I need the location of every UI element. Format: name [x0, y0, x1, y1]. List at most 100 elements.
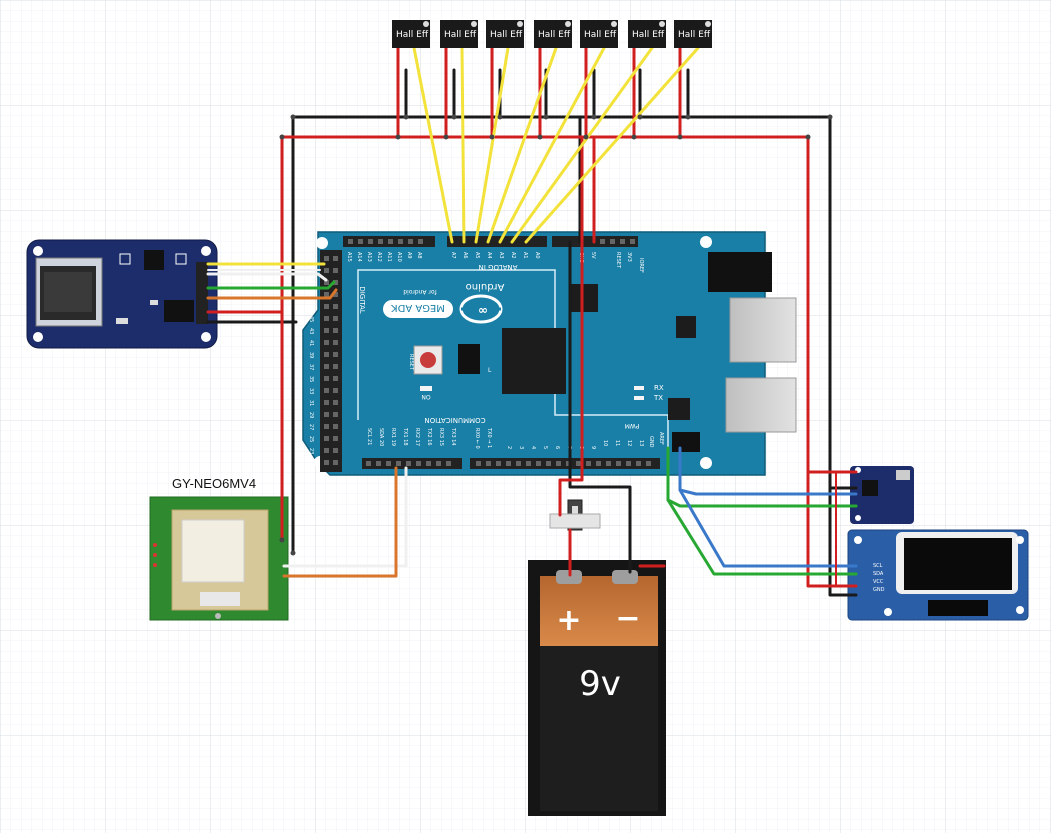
arduino-board: ∞ MEGA ADK Arduino for Android ANALOG IN…: [302, 231, 797, 476]
pin-label: 3V3: [626, 252, 632, 262]
pin-label: SDA 20: [378, 428, 384, 446]
pin-label: 13: [638, 440, 644, 446]
wire-blue: [678, 446, 858, 496]
led-on: [420, 386, 432, 391]
digital-col-labels: 53 51 49 47 45 43 41 39 37 35 33 31 29 2…: [308, 268, 314, 454]
wire-green: [666, 446, 858, 508]
gps-led: [215, 613, 221, 619]
hall-sensors: Hall Eff Hall Eff Hall Eff Hall Eff Hall…: [392, 20, 712, 48]
pin-label: 39: [308, 352, 314, 358]
pin-label: A1: [522, 252, 528, 259]
battery-plus: +: [556, 603, 581, 638]
analog-in-label: ANALOG IN: [479, 263, 518, 271]
mount-hole: [1016, 606, 1024, 614]
power-switch[interactable]: [549, 499, 601, 531]
pin-label: TX2 16: [426, 427, 432, 446]
sensor-label: Hall Eff: [678, 30, 711, 40]
battery-minus: −: [615, 601, 640, 636]
gps-module-label: GY-NEO6MV4: [172, 476, 257, 491]
dc-jack: [708, 252, 772, 292]
pin-label: A0: [534, 252, 540, 259]
pin-label: 12: [626, 440, 632, 446]
battery-terminal: [612, 570, 638, 584]
oled-module: SCL SDA VCC GND: [847, 529, 1029, 621]
sensor-label: Hall Eff: [538, 30, 571, 40]
pin-label: 31: [308, 400, 314, 406]
oled-pin-label: SDA: [873, 571, 884, 577]
pin-label: A13: [366, 252, 372, 262]
pin-label: 11: [614, 440, 620, 446]
pin-label: A14: [356, 252, 362, 262]
wire-black: [568, 240, 632, 574]
pin-label: A4: [486, 252, 492, 259]
battery-label: 9v: [579, 664, 621, 704]
pin-label: A3: [498, 252, 504, 259]
pin-label: A10: [396, 252, 402, 262]
pin-label: A9: [406, 252, 412, 259]
pin-label: 10: [602, 440, 608, 446]
pin-label: A5: [474, 252, 480, 259]
pin-label: 49: [308, 292, 314, 298]
communication-label: COMMUNICATION: [424, 416, 485, 424]
wire-white: [206, 272, 328, 282]
pin-label: 41: [308, 340, 314, 346]
wires: [206, 38, 858, 597]
brand-label: Arduino: [466, 281, 505, 292]
pin-label: 37: [308, 364, 314, 370]
mount-hole: [884, 608, 892, 616]
wire-red: [396, 38, 682, 139]
pin-label: A7: [450, 252, 456, 259]
gps-module: [149, 496, 289, 621]
wire-yellow: [460, 46, 466, 244]
oled-pin-label: SCL: [873, 563, 883, 569]
reset-button[interactable]: [413, 345, 443, 375]
sensor-label: Hall Eff: [632, 30, 665, 40]
pin-label: 51: [308, 280, 314, 286]
pin-label: A2: [510, 252, 516, 259]
pin-label: 43: [308, 328, 314, 334]
wire-red: [280, 135, 858, 588]
pin-label: A12: [376, 252, 382, 262]
hall-effect-sensor: Hall Eff: [580, 20, 618, 48]
led-tx: [634, 396, 644, 400]
hall-effect-sensor: Hall Eff: [440, 20, 478, 48]
mount-hole: [700, 236, 712, 248]
arduino-logo: ∞: [459, 294, 503, 324]
ioref-label: IOREF: [638, 258, 644, 273]
header-analog: [447, 236, 547, 247]
header-pwm: [470, 458, 660, 469]
header-comm: [362, 458, 462, 469]
hall-effect-sensor: Hall Eff: [392, 20, 430, 48]
pin-label: 27: [308, 424, 314, 430]
usb-b-port: [725, 377, 797, 433]
pin-label: 3: [518, 446, 524, 449]
reset-button-cap[interactable]: [420, 352, 436, 368]
small-chip: [676, 316, 696, 338]
pin-label: 2: [506, 446, 512, 449]
sensor-label: Hall Eff: [584, 30, 617, 40]
pin-label: A15: [346, 252, 352, 262]
hall-effect-sensor: Hall Eff: [628, 20, 666, 48]
pin-label: 53: [308, 268, 314, 274]
sd-card-module: [26, 239, 218, 349]
pin-label: SCL 21: [366, 428, 372, 445]
regulator: [164, 300, 194, 322]
usb-a-port: [729, 297, 797, 363]
pin-label: RX3 15: [438, 428, 444, 446]
pin-label: 4: [530, 446, 536, 449]
mega-adk-badge: MEGA ADK: [383, 300, 453, 318]
pin-label: AREF: [658, 432, 664, 445]
pin-label: A11: [386, 252, 392, 262]
pin-label: RESET: [615, 252, 621, 269]
hall-effect-sensor: Hall Eff: [534, 20, 572, 48]
regulator-chip: [144, 250, 164, 270]
sensor-label: Hall Eff: [490, 30, 523, 40]
analog-hi-pin-labels: A15 A14 A13 A12 A11 A10 A9 A8: [346, 252, 422, 262]
mount-hole: [316, 237, 328, 249]
wire-yellow: [474, 46, 510, 244]
mcu-chip: [502, 328, 566, 394]
pin-label: A6: [462, 252, 468, 259]
wire-joints: [279, 114, 833, 556]
reset-label: RESET: [408, 354, 414, 371]
